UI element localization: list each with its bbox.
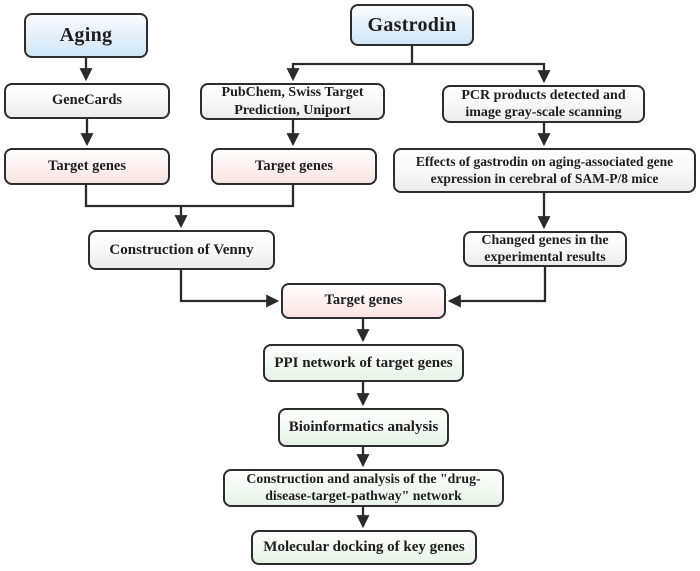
node-genecards-label: GeneCards: [51, 92, 123, 109]
node-changed-genes: Changed genes in the experimental result…: [463, 231, 627, 267]
connector-gastrodin-branch: [292, 46, 545, 66]
node-genecards: GeneCards: [4, 83, 170, 119]
node-bioinformatics-analysis-label: Bioinformatics analysis: [288, 419, 439, 436]
node-gastrodin-effects: Effects of gastrodin on aging-associated…: [393, 148, 696, 193]
node-drug-disease-target-pathway-network: Construction and analysis of the "drug-d…: [223, 469, 504, 507]
node-target-genes-merged: Target genes: [281, 283, 446, 319]
connector-changed-tgmerged: [447, 267, 547, 308]
node-target-genes-aging: Target genes: [4, 148, 170, 185]
node-ppi-network-label: PPI network of target genes: [274, 354, 453, 371]
node-molecular-docking: Molecular docking of key genes: [251, 530, 477, 565]
node-aging: Aging: [24, 13, 148, 58]
node-venny-construction-label: Construction of Venny: [109, 241, 254, 258]
node-venny-construction: Construction of Venny: [88, 230, 275, 270]
node-changed-genes-label: Changed genes in the experimental result…: [481, 232, 609, 265]
connector-targetgenes-merge: [84, 185, 295, 208]
node-gastrodin-label: Gastrodin: [367, 13, 457, 36]
node-gastrodin-effects-label: Effects of gastrodin on aging-associated…: [415, 154, 674, 186]
node-bioinformatics-analysis: Bioinformatics analysis: [278, 408, 449, 447]
node-ppi-network: PPI network of target genes: [263, 344, 464, 382]
node-drug-disease-target-pathway-network-label: Construction and analysis of the "drug-d…: [246, 471, 481, 503]
node-pubchem-sources-label: PubChem, Swiss Target Prediction, Unipor…: [221, 85, 364, 118]
node-target-genes-aging-label: Target genes: [48, 157, 126, 174]
connector-venny-tgmerged: [179, 270, 280, 308]
node-target-genes-gastrodin-label: Target genes: [255, 157, 333, 174]
node-target-genes-gastrodin: Target genes: [211, 148, 377, 185]
node-aging-label: Aging: [59, 24, 113, 47]
node-pubchem-sources: PubChem, Swiss Target Prediction, Unipor…: [200, 83, 385, 120]
node-molecular-docking-label: Molecular docking of key genes: [263, 539, 465, 556]
node-gastrodin: Gastrodin: [350, 4, 474, 46]
node-pcr-detection-label: PCR products detected and image gray-sca…: [461, 87, 626, 120]
node-pcr-detection: PCR products detected and image gray-sca…: [442, 85, 645, 123]
node-target-genes-merged-label: Target genes: [324, 292, 403, 309]
